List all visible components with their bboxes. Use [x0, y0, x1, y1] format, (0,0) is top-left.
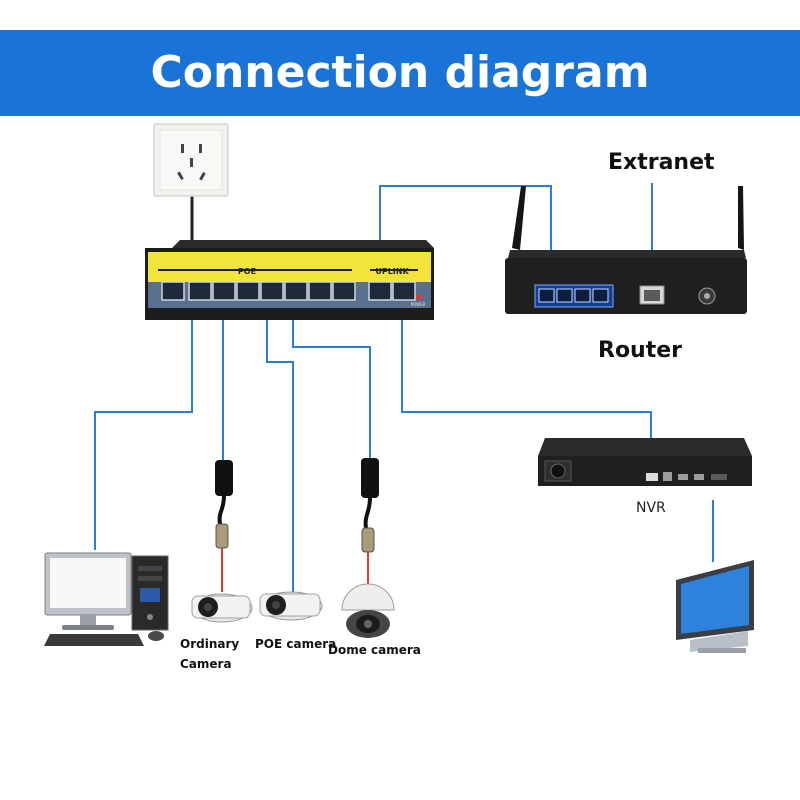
dome-camera: [341, 458, 395, 638]
ordinary-camera-label-line1: Ordinary: [180, 637, 240, 651]
router: [505, 186, 747, 314]
switch-uplink-label: UPLINK: [375, 267, 409, 276]
ordinary-camera-label-line2: Camera: [180, 657, 232, 671]
cable-switch-to-dome-camera: [292, 305, 371, 460]
cable-switch-to-router-uplink: [379, 185, 552, 280]
extranet-label: Extranet: [608, 150, 715, 175]
cable-switch-to-pc: [94, 318, 193, 550]
switch-poe-label: POE: [238, 267, 256, 276]
wall-outlet: [153, 123, 229, 197]
nvr-device: [538, 438, 752, 486]
router-label: Router: [598, 338, 683, 363]
desktop-computer: [44, 552, 169, 646]
poe-switch: POE UPLINK POWER: [145, 240, 434, 320]
monitor: [676, 560, 754, 653]
power-led-icon: [416, 294, 422, 300]
cable-switch-to-poe-camera: [266, 305, 294, 597]
switch-uplink-ports: [368, 281, 416, 301]
poe-camera-label: POE camera: [255, 637, 337, 651]
title-banner: Connection diagram: [0, 30, 800, 116]
page-title: Connection diagram: [150, 47, 650, 98]
switch-poe-ports: [161, 281, 356, 301]
dome-camera-label: Dome camera: [328, 643, 421, 657]
nvr-label: NVR: [636, 500, 666, 516]
poe-camera: [259, 591, 323, 621]
ordinary-camera: [191, 460, 253, 623]
switch-power-label: POWER: [411, 302, 426, 307]
